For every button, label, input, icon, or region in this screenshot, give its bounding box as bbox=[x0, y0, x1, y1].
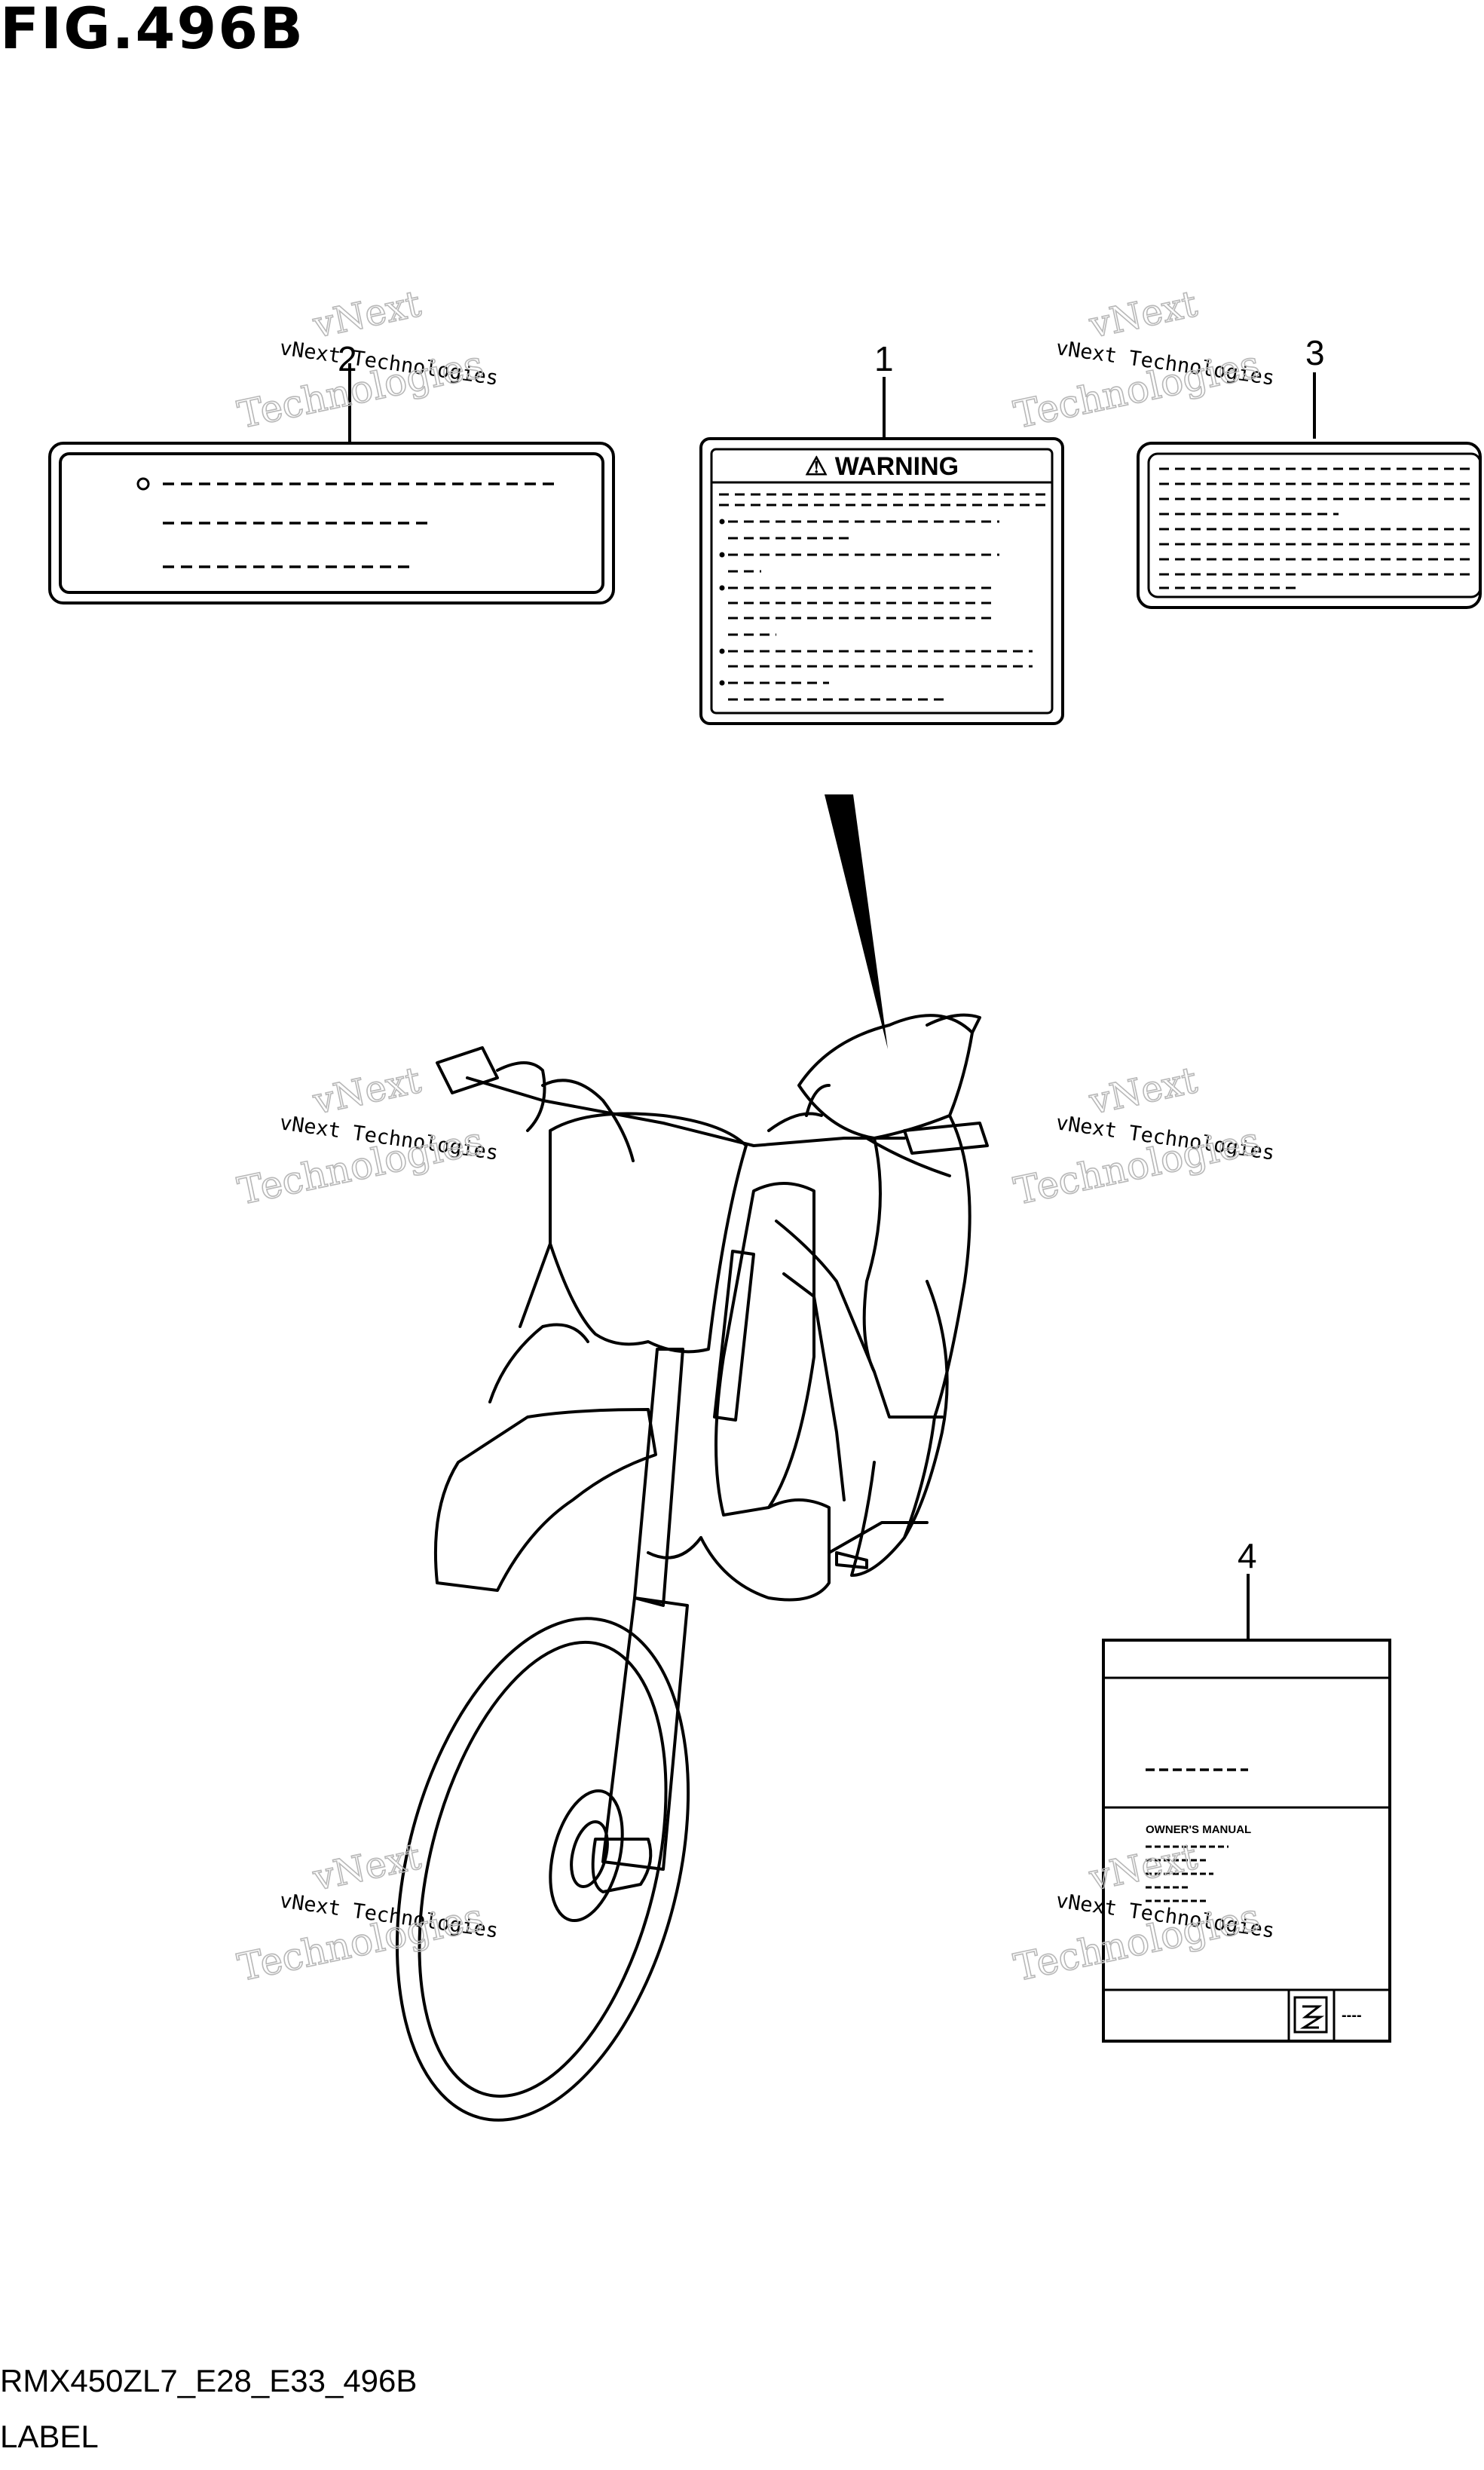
label-part-2[interactable] bbox=[48, 363, 615, 604]
manual-title: OWNER'S MANUAL bbox=[1146, 1823, 1251, 1836]
warning-header: ⚠ WARNING bbox=[805, 452, 959, 481]
svg-text:vNext: vNext bbox=[309, 1059, 424, 1123]
watermark-2: vNext Technologies vNext Technologies bbox=[1010, 282, 1276, 437]
manual-part-4[interactable] bbox=[1102, 1574, 1391, 2043]
svg-text:vNext: vNext bbox=[1085, 283, 1201, 347]
watermark-4: vNext Technologies vNext Technologies bbox=[1010, 1058, 1276, 1214]
figure-code: RMX450ZL7_E28_E33_496B bbox=[0, 2363, 418, 2398]
callout-4: 4 bbox=[1238, 1536, 1257, 1575]
watermark-5: vNext Technologies vNext Technologies bbox=[234, 1835, 500, 1990]
watermark-3: vNext Technologies vNext Technologies bbox=[234, 1058, 500, 1214]
label-part-3[interactable] bbox=[1137, 372, 1482, 609]
motorcycle-drawing bbox=[395, 1013, 989, 2122]
svg-text:vNext: vNext bbox=[1085, 1059, 1201, 1123]
label-part-1[interactable] bbox=[699, 377, 1064, 725]
leader-pointer bbox=[825, 794, 888, 1049]
watermark-1: vNext Technologies vNext Technologies bbox=[234, 282, 500, 437]
watermark-6: vNext Technologies vNext Technologies bbox=[1010, 1835, 1276, 1990]
svg-text:vNext: vNext bbox=[309, 283, 424, 347]
figure-title: FIG.496B bbox=[0, 0, 305, 62]
manual-code: ---- bbox=[1342, 2007, 1362, 2024]
callout-3: 3 bbox=[1305, 333, 1325, 372]
svg-text:vNext: vNext bbox=[309, 1835, 424, 1899]
callout-1: 1 bbox=[874, 339, 894, 378]
figure-description: LABEL bbox=[0, 2419, 99, 2454]
callout-2: 2 bbox=[338, 339, 357, 378]
